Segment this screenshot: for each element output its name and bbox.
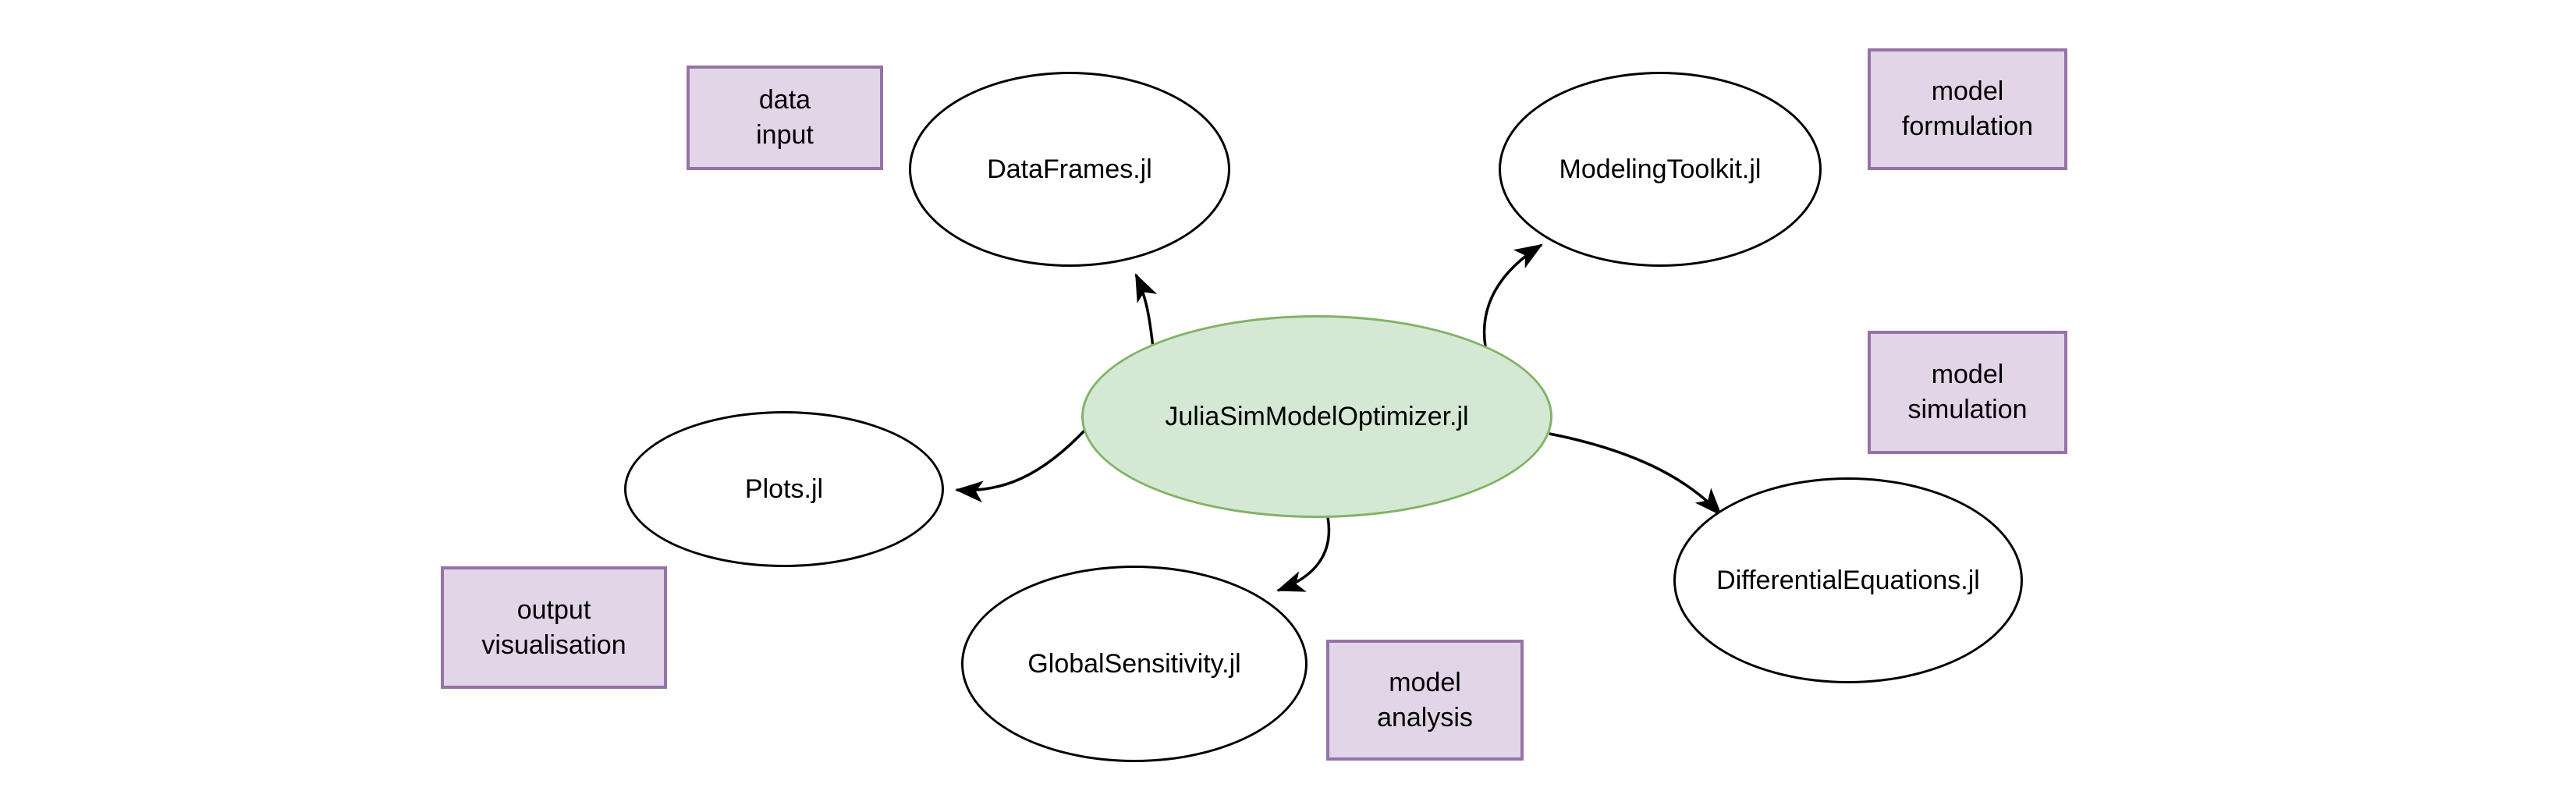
node-modelingtoolkit: ModelingToolkit.jl (1499, 72, 1822, 267)
annotation-model-simulation-label: model simulation (1907, 360, 2028, 424)
node-differentialequations: DifferentialEquations.jl (1673, 477, 2023, 683)
annotation-model-analysis: model analysis (1326, 640, 1524, 761)
node-differentialequations-label: DifferentialEquations.jl (1716, 565, 1980, 595)
annotation-data-input-label: data input (756, 85, 814, 150)
center-node-juliasimmodeloptimizer: JuliaSimModelOptimizer.jl (1081, 315, 1552, 518)
node-dataframes: DataFrames.jl (909, 72, 1230, 267)
arrow-center-to-differentialequations (1549, 432, 1723, 516)
node-plots: Plots.jl (624, 411, 944, 567)
arrow-center-to-plots (955, 427, 1088, 503)
node-plots-label: Plots.jl (744, 474, 824, 504)
center-node-label: JuliaSimModelOptimizer.jl (1165, 401, 1469, 431)
node-globalsensitivity: GlobalSensitivity.jl (961, 566, 1308, 762)
annotation-model-formulation-label: model formulation (1901, 76, 2034, 141)
annotation-output-visualisation-label: output visualisation (481, 594, 626, 660)
arrow-center-to-dataframes (1134, 273, 1158, 349)
annotation-data-input: data input (687, 66, 883, 170)
arrow-center-to-modelingtoolkit (1482, 243, 1543, 347)
annotation-model-analysis-label: model analysis (1377, 667, 1473, 732)
arrow-center-to-globalsensitivity (1276, 516, 1331, 592)
annotation-model-formulation: model formulation (1868, 48, 2067, 170)
node-modelingtoolkit-label: ModelingToolkit.jl (1559, 154, 1762, 184)
annotation-output-visualisation: output visualisation (441, 566, 667, 689)
annotation-model-simulation: model simulation (1868, 331, 2067, 454)
node-globalsensitivity-label: GlobalSensitivity.jl (1027, 648, 1241, 679)
node-dataframes-label: DataFrames.jl (987, 154, 1152, 184)
